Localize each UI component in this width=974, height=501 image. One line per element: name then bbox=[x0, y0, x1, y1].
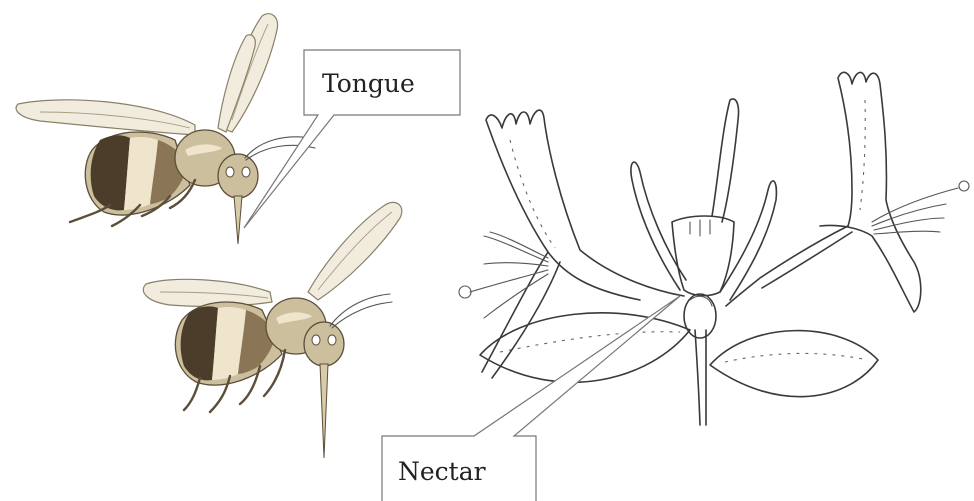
flower-leaf-right bbox=[710, 331, 878, 397]
honeysuckle-flower bbox=[459, 72, 969, 425]
left-trumpet-flower bbox=[486, 110, 684, 300]
lower-bee-head bbox=[304, 322, 344, 366]
right-stamens bbox=[872, 188, 958, 234]
tongue-label: Tongue bbox=[322, 69, 415, 98]
upper-bee-head bbox=[218, 154, 258, 198]
flower-ovary bbox=[684, 294, 716, 338]
lower-bee-tongue bbox=[320, 364, 328, 458]
lower-bee bbox=[143, 202, 402, 458]
upper-bee-left-wing bbox=[16, 100, 195, 135]
upper-bee bbox=[16, 14, 315, 244]
flower-stem bbox=[695, 330, 706, 425]
upper-bee-tongue bbox=[234, 196, 242, 244]
right-trumpet-flower bbox=[820, 72, 921, 312]
nectar-callout: Nectar bbox=[382, 296, 680, 501]
left-stamens bbox=[470, 232, 548, 318]
nectar-label: Nectar bbox=[398, 457, 486, 486]
